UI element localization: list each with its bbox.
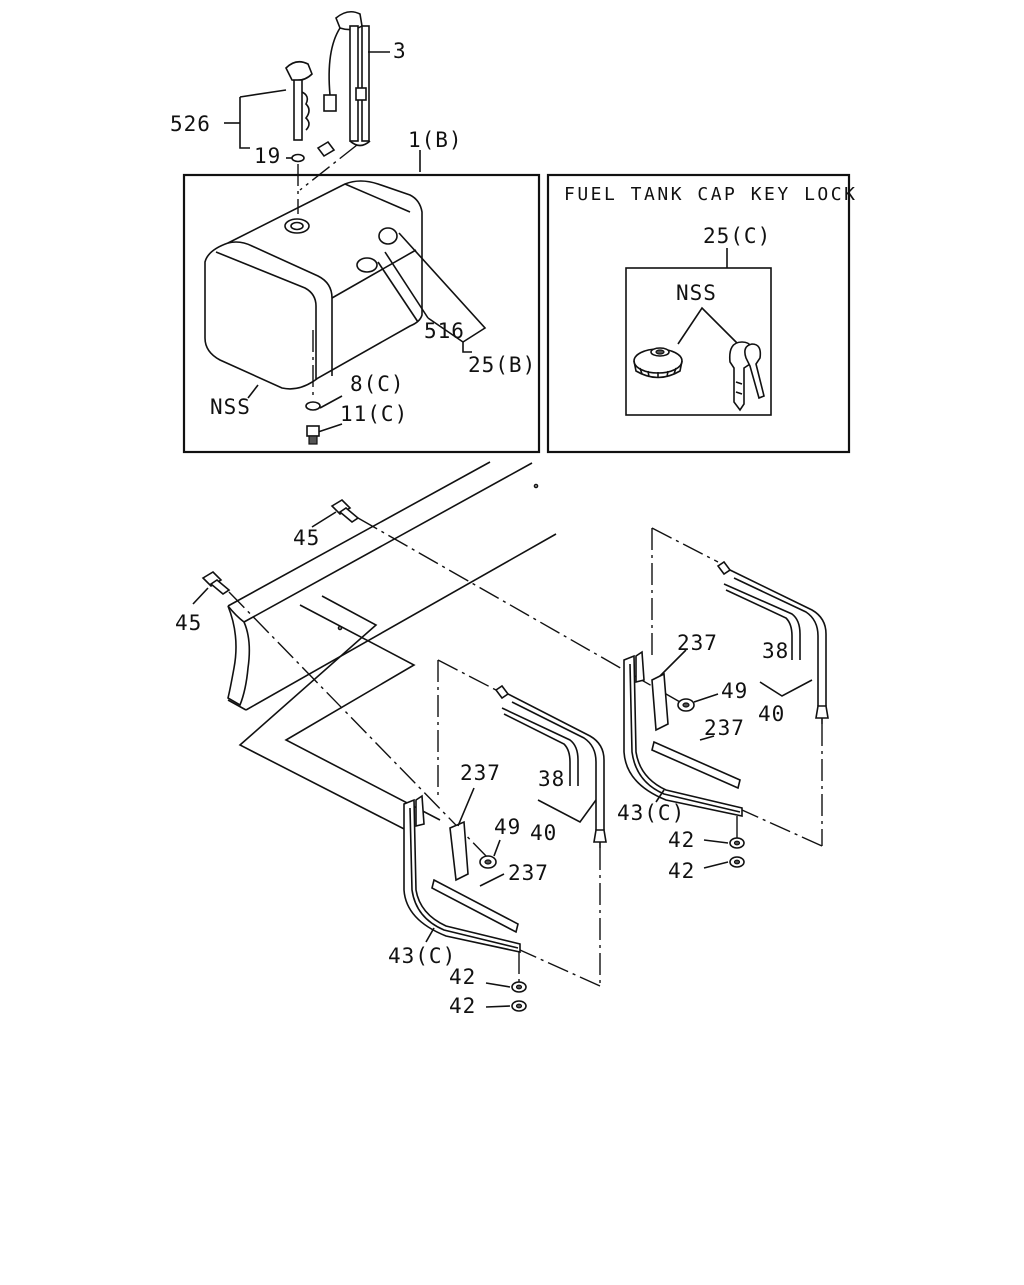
callout-nss-cap: NSS <box>676 281 717 305</box>
nut-icon <box>677 698 695 712</box>
tank-unit-icon <box>323 10 371 147</box>
bolt-icon <box>201 570 231 595</box>
tank-leaders <box>224 51 487 433</box>
callout-43c-right: 43(C) <box>617 801 685 825</box>
callout-11c: 11(C) <box>340 402 408 426</box>
callout-526: 526 <box>170 112 211 136</box>
callout-25c: 25(C) <box>703 224 771 248</box>
fuel-tank-panel <box>182 173 541 454</box>
callout-42-left-lower: 42 <box>449 994 476 1018</box>
left-leaders <box>425 787 597 1008</box>
nut-icon <box>511 1000 527 1012</box>
fuel-tank-icon <box>204 180 423 395</box>
callout-1b: 1(B) <box>408 128 463 152</box>
key-lock-panel <box>546 173 851 454</box>
callout-38-right: 38 <box>762 639 789 663</box>
bolt-icon <box>306 425 320 445</box>
callout-42-right-upper: 42 <box>668 828 695 852</box>
callout-42-right-lower: 42 <box>668 859 695 883</box>
washer-icon <box>305 401 321 411</box>
callout-237-right-lower: 237 <box>704 716 745 740</box>
callout-49-right: 49 <box>721 679 748 703</box>
callout-40-right: 40 <box>758 702 785 726</box>
callout-3: 3 <box>393 39 407 63</box>
callout-237-right-upper: 237 <box>677 631 718 655</box>
bracket-icon <box>403 794 521 953</box>
right-leaders <box>655 649 813 869</box>
callout-19: 19 <box>254 144 281 168</box>
bolt-icon <box>330 498 360 523</box>
key-icon <box>728 341 765 412</box>
nut-icon <box>479 855 497 869</box>
nut-icon <box>729 856 745 868</box>
nut-icon <box>511 981 527 993</box>
frame-rail-icon <box>227 461 557 833</box>
panel-title: FUEL TANK CAP KEY LOCK <box>564 184 857 205</box>
tank-band-icon <box>494 684 607 848</box>
callout-38-left: 38 <box>538 767 565 791</box>
tank-band-icon <box>716 560 829 724</box>
nut-icon <box>729 837 745 849</box>
callout-nss-tank: NSS <box>210 395 251 419</box>
callout-8c: 8(C) <box>350 372 405 396</box>
callout-42-left-upper: 42 <box>449 965 476 989</box>
callout-43c-left: 43(C) <box>388 944 456 968</box>
callout-237-left-upper: 237 <box>460 761 501 785</box>
callout-25b: 25(B) <box>468 353 536 377</box>
callout-45-upper: 45 <box>293 526 320 550</box>
cap-kit-box <box>625 267 772 416</box>
callout-45-lower: 45 <box>175 611 202 635</box>
callout-237-left-lower: 237 <box>508 861 549 885</box>
fuel-cap-icon <box>633 347 683 379</box>
callout-49-left: 49 <box>494 815 521 839</box>
callout-516: 516 <box>424 319 465 343</box>
callout-40-left: 40 <box>530 821 557 845</box>
callout-labels: 3 526 19 1(B) 516 25(B) NSS 8(C) 11(C) 2… <box>170 39 789 1018</box>
